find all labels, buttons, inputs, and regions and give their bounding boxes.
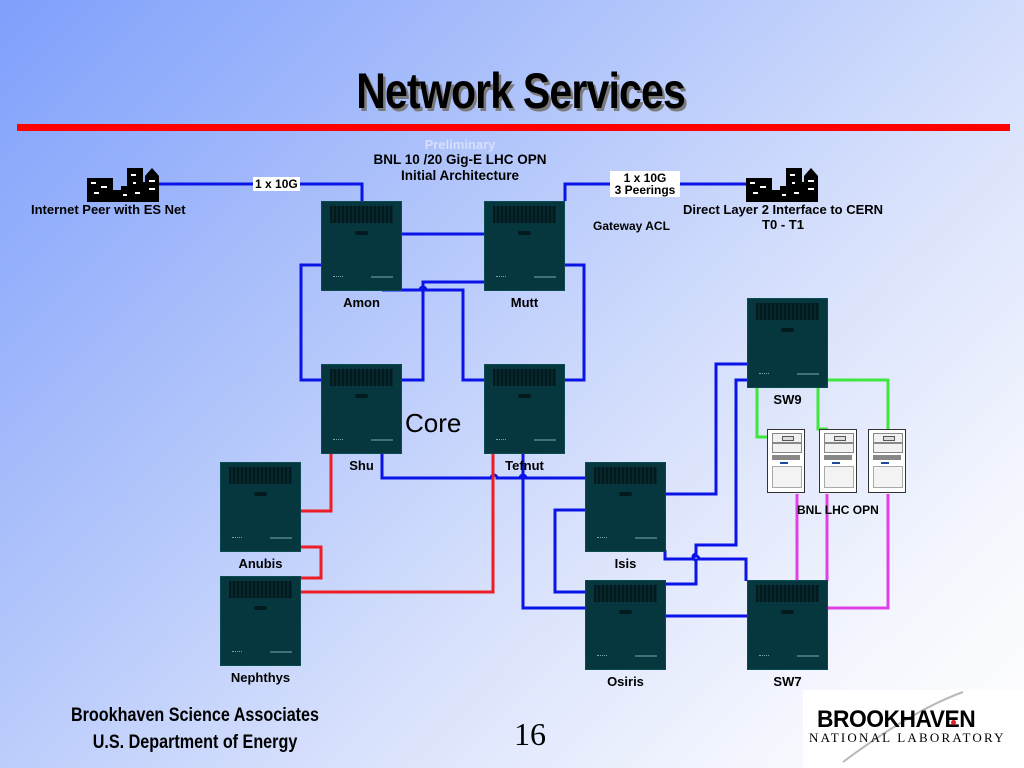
server-1[interactable]	[767, 429, 805, 493]
esnet-link-label: 1 x 10G	[253, 177, 300, 191]
city-icon	[87, 168, 159, 202]
switch-mutt[interactable]	[484, 201, 565, 291]
switch-label: Osiris	[607, 674, 644, 689]
link-sw9-server1	[755, 388, 768, 439]
core-label: Core	[405, 408, 462, 438]
server-2[interactable]	[819, 429, 857, 493]
diagram-heading-line2: Initial Architecture	[400, 168, 520, 183]
switch-sw9[interactable]	[747, 298, 828, 388]
servers-group-label: BNL LHC OPN	[797, 503, 879, 517]
logo-orbit-icon	[842, 691, 964, 763]
switch-anubis[interactable]	[220, 462, 301, 552]
switch-shu[interactable]	[321, 364, 402, 454]
link-isis-osiris	[553, 508, 585, 594]
footer-org-line2: U.S. Department of Energy	[92, 732, 298, 753]
slide-title: Network Services	[356, 63, 686, 119]
link-mutt-tefnut	[565, 263, 586, 382]
link-tefnut-nephthys	[301, 453, 495, 594]
link-shu-isis	[380, 453, 585, 480]
cern-link-peerings: 3 Peerings	[614, 183, 676, 197]
switch-label: Shu	[349, 458, 374, 473]
switch-amon[interactable]	[321, 201, 402, 291]
preliminary-watermark: Preliminary	[424, 137, 496, 152]
switch-label: Mutt	[510, 295, 539, 310]
link-server3-sw7	[828, 494, 890, 610]
switch-isis[interactable]	[585, 462, 666, 552]
link-esnet-amon	[158, 182, 364, 201]
cern-link-label: 1 x 10G 3 Peerings	[610, 171, 680, 197]
server-3[interactable]	[868, 429, 906, 493]
switch-label: Tefnut	[505, 458, 544, 473]
logo-dot-icon	[951, 720, 956, 725]
switch-sw7[interactable]	[747, 580, 828, 670]
link-isis-sw7	[663, 550, 748, 581]
link-mutt-shu	[402, 280, 484, 382]
gateway-acl-label: Gateway ACL	[593, 219, 670, 233]
footer-org-line1: Brookhaven Science Associates	[70, 705, 320, 726]
switch-nephthys[interactable]	[220, 576, 301, 666]
switch-tefnut[interactable]	[484, 364, 565, 454]
diagram-heading-line1: BNL 10 /20 Gig-E LHC OPN	[373, 152, 547, 167]
link-amon-shu	[299, 263, 321, 382]
cern-site-label: Direct Layer 2 Interface to CERN	[682, 202, 884, 217]
link-isis-sw9-a	[665, 362, 748, 496]
switch-osiris[interactable]	[585, 580, 666, 670]
switch-label: Isis	[614, 556, 637, 571]
switch-label: Amon	[343, 295, 380, 310]
switch-label: Nephthys	[230, 670, 291, 685]
switch-label: Anubis	[238, 556, 283, 571]
link-cern-mutt	[563, 182, 748, 201]
city-icon	[746, 168, 818, 202]
switch-label: SW9	[773, 392, 802, 407]
title-divider	[17, 124, 1010, 131]
link-shu-anubis	[301, 453, 333, 513]
logo-sub-text: NATIONAL LABORATORY	[809, 730, 1006, 745]
page-number: 16	[514, 716, 546, 752]
link-tefnut-osiris	[521, 453, 585, 610]
link-anubis-nephthys	[301, 545, 323, 580]
logo-main-text: BROOKHAVEN	[817, 706, 976, 733]
brookhaven-logo: BROOKHAVEN NATIONAL LABORATORY	[803, 690, 1024, 768]
esnet-peer-label: Internet Peer with ES Net	[31, 202, 186, 217]
link-osiris-sw9	[665, 378, 748, 586]
cern-tier-label: T0 - T1	[762, 217, 804, 232]
footer-organization: Brookhaven Science Associates U.S. Depar…	[55, 702, 336, 756]
link-sw9-server3	[828, 378, 890, 430]
switch-label: SW7	[773, 674, 802, 689]
cern-link-speed: 1 x 10G	[623, 171, 667, 185]
